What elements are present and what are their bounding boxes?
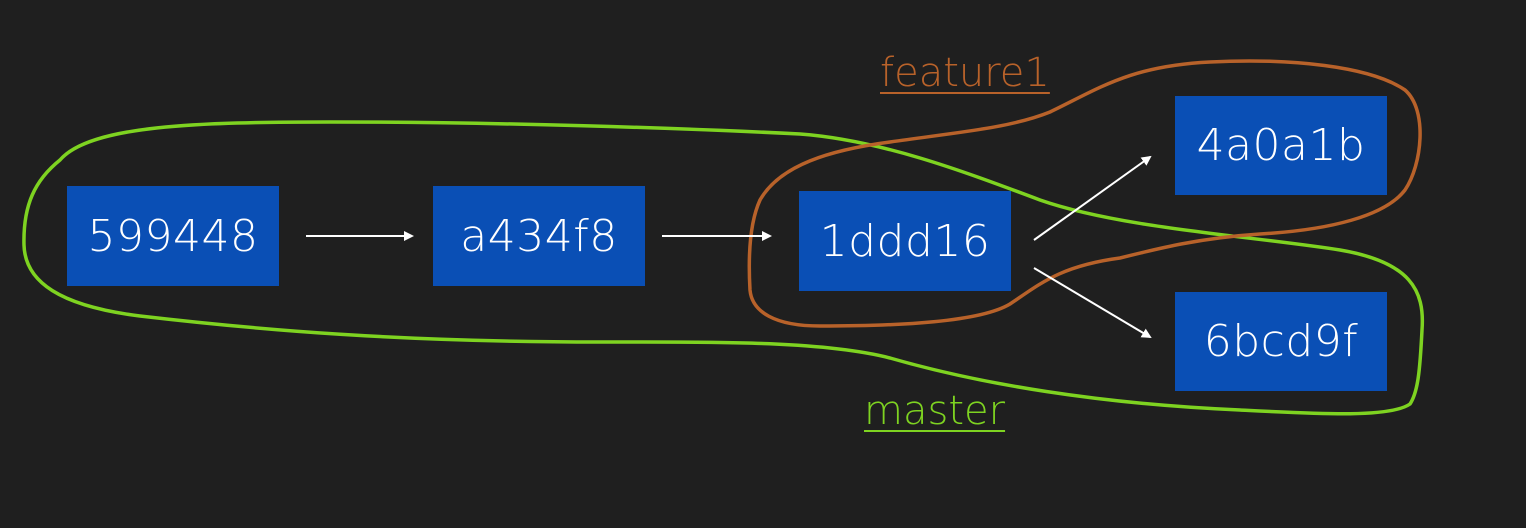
master-branch-label: master <box>864 388 1006 434</box>
feature1-branch-outline <box>747 59 1422 328</box>
commit-node: 6bcd9f <box>1175 292 1387 391</box>
master-branch-outline <box>22 120 1425 416</box>
commit-node: a434f8 <box>433 186 645 286</box>
commit-node: 4a0a1b <box>1175 96 1387 195</box>
edge-1ddd16-to-6bcd9f <box>1033 267 1152 339</box>
edge-1ddd16-to-4a0a1b <box>1033 155 1152 241</box>
feature1-branch-label: feature1 <box>880 50 1050 96</box>
commit-node: 599448 <box>67 186 279 286</box>
commit-node: 1ddd16 <box>799 191 1011 291</box>
